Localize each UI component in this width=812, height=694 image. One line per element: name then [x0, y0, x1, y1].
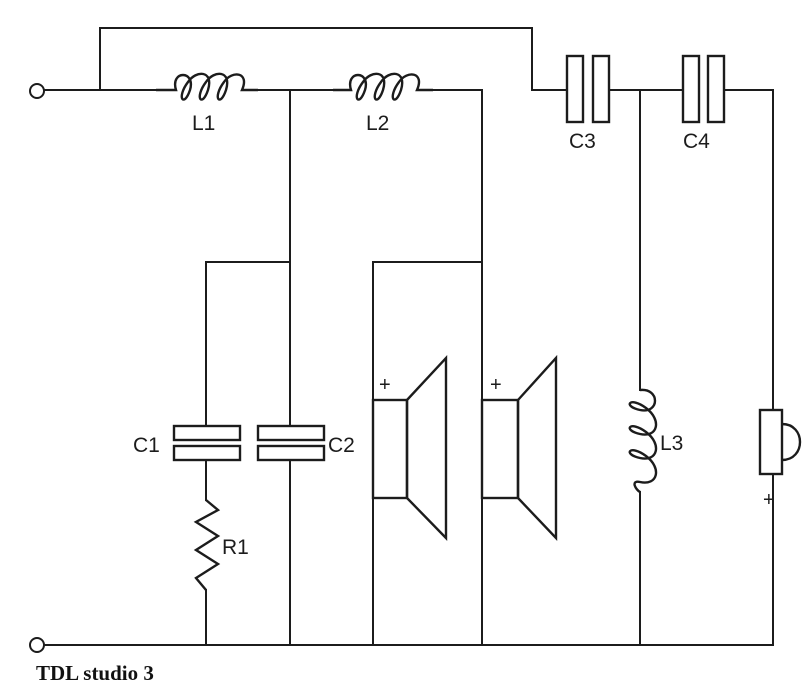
tweeter-speaker: [758, 408, 802, 476]
inductor-l1: [156, 72, 258, 101]
woofer-speaker-1: [371, 354, 448, 541]
woofer-speaker-2: [480, 354, 558, 542]
inductor-l2: [333, 72, 433, 101]
polarity-woofer-1: +: [379, 374, 391, 396]
capacitor-c2: [256, 424, 326, 462]
input-terminal-top: [29, 83, 45, 99]
label-l1: L1: [192, 112, 215, 135]
label-c2: C2: [328, 434, 355, 457]
capacitor-c4: [681, 54, 726, 124]
label-c3: C3: [569, 130, 596, 153]
inductor-l3: [628, 388, 658, 494]
polarity-woofer-2: +: [490, 374, 502, 396]
label-c4: C4: [683, 130, 710, 153]
capacitor-c3: [565, 54, 611, 124]
resistor-r1: [193, 499, 221, 591]
label-c1: C1: [133, 434, 160, 457]
polarity-tweeter: +: [763, 489, 775, 511]
wiring: [43, 27, 774, 646]
label-l3: L3: [660, 432, 683, 455]
input-terminal-bottom: [29, 637, 45, 653]
diagram-title: TDL studio 3: [36, 661, 154, 685]
capacitor-c1: [172, 424, 242, 462]
label-r1: R1: [222, 536, 249, 559]
label-l2: L2: [366, 112, 389, 135]
